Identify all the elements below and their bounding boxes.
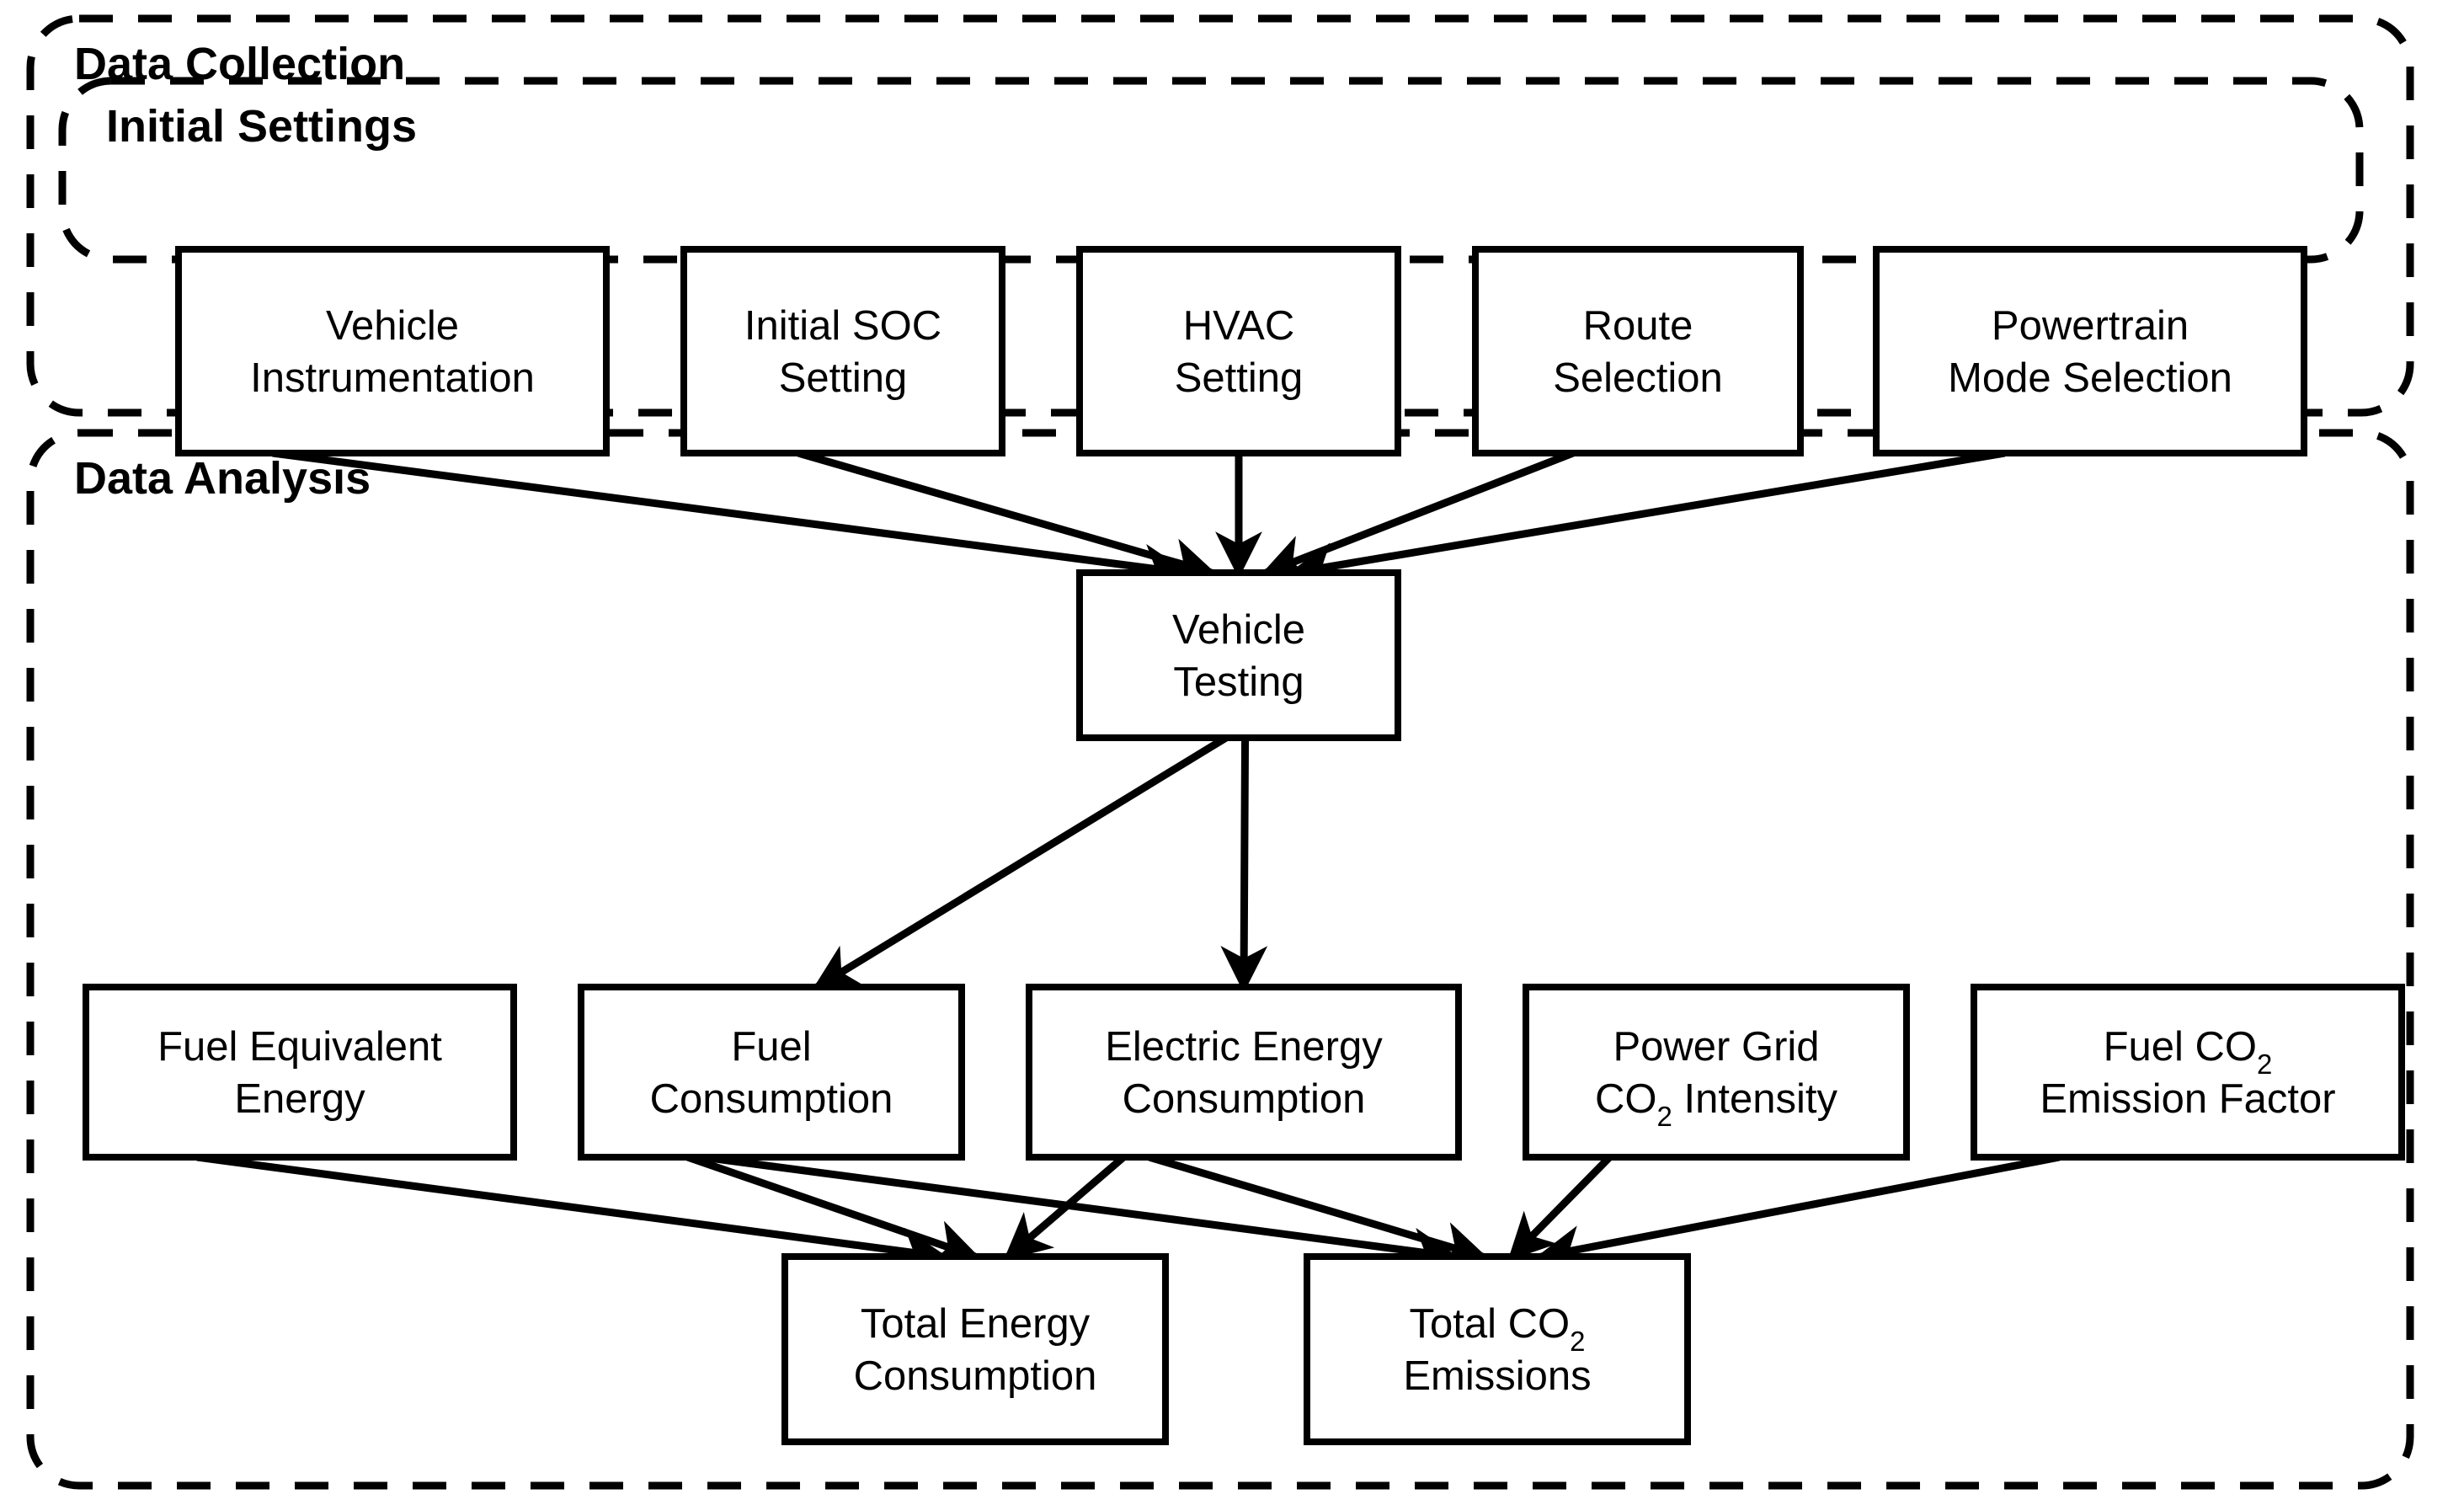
node-label-total-co2-emissions-line2: Emissions	[1403, 1353, 1591, 1399]
node-label-electric-energy-consumption-line1: Electric Energy	[1105, 1024, 1383, 1070]
edge-fuel-consumption-to-total-energy-consumption	[686, 1153, 981, 1266]
node-label-powertrain-mode-selection-line2: Mode Selection	[1948, 355, 2232, 401]
node-rect-initial-soc-setting	[680, 246, 1005, 456]
edge-fuel-co2-emission-factor-to-total-co2-emissions	[1535, 1153, 2061, 1273]
edge-electric-energy-consumption-to-total-co2-emissions	[1148, 1153, 1489, 1268]
node-label-total-energy-consumption-line1: Total Energy	[861, 1301, 1091, 1347]
node-rect-vehicle-instrumentation	[175, 246, 610, 456]
node-rect-total-energy-consumption	[781, 1253, 1169, 1445]
node-label-powertrain-mode-selection-line1: Powertrain	[1992, 303, 2189, 349]
edge-fuel-consumption-to-total-co2-emissions	[702, 1153, 1459, 1275]
node-hvac-setting[interactable]: HVAC Setting	[1076, 246, 1401, 456]
node-label-fuel-co2-emission-factor-line1: Fuel CO2	[2104, 1024, 2273, 1080]
node-initial-soc-setting[interactable]: Initial SOC Setting	[680, 246, 1005, 456]
edge-powertrain-mode-selection-to-vehicle-testing	[1288, 449, 2006, 590]
node-label-fuel-consumption-line2: Consumption	[650, 1076, 893, 1122]
node-rect-fuel-consumption	[578, 984, 965, 1161]
edge-electric-energy-consumption-to-total-energy-consumption	[1003, 1154, 1127, 1261]
edge-power-grid-co2-intensity-to-total-co2-emissions	[1507, 1154, 1613, 1261]
node-label-initial-soc-setting-line2: Setting	[779, 355, 908, 401]
node-rect-vehicle-testing	[1076, 569, 1401, 741]
node-label-vehicle-instrumentation-line2: Instrumentation	[250, 355, 535, 401]
node-rect-fuel-equivalent-energy	[83, 984, 517, 1161]
node-label-fuel-co2-emission-factor-line2: Emission Factor	[2040, 1076, 2335, 1122]
node-rect-route-selection	[1472, 246, 1804, 456]
node-label-fuel-equivalent-energy-line2: Energy	[234, 1076, 365, 1122]
node-rect-hvac-setting	[1076, 246, 1401, 456]
node-label-fuel-equivalent-energy-line1: Fuel Equivalent	[157, 1024, 442, 1070]
group-box-data-collection	[26, 14, 2414, 417]
node-label-total-energy-consumption-line2: Consumption	[854, 1353, 1097, 1399]
node-label-power-grid-co2-intensity-line1: Power Grid	[1613, 1024, 1819, 1070]
edge-vehicle-testing-to-fuel-consumption	[812, 734, 1229, 990]
node-label-total-co2-emissions-line1: Total CO2	[1410, 1301, 1586, 1357]
node-rect-fuel-co2-emission-factor	[1971, 984, 2405, 1161]
group-box-initial-settings	[58, 77, 2364, 264]
node-rect-power-grid-co2-intensity	[1523, 984, 1910, 1161]
edge-initial-soc-setting-to-vehicle-testing	[797, 449, 1218, 584]
edge-fuel-equivalent-energy-to-total-energy-consumption	[196, 1153, 948, 1275]
node-label-vehicle-instrumentation-line1: Vehicle	[326, 303, 459, 349]
node-label-hvac-setting-line1: HVAC	[1183, 303, 1295, 349]
node-rect-total-co2-emissions	[1304, 1253, 1691, 1445]
group-title-initial-settings: Initial Settings	[106, 101, 417, 152]
edge-vehicle-testing-to-electric-energy-consumption	[1220, 737, 1268, 993]
edge-vehicle-instrumentation-to-vehicle-testing	[272, 449, 1190, 591]
edges	[196, 449, 2061, 1275]
node-label-fuel-consumption-line1: Fuel	[731, 1024, 811, 1070]
node-label-hvac-setting-line2: Setting	[1175, 355, 1304, 401]
node-label-vehicle-testing-line2: Testing	[1173, 659, 1304, 705]
node-label-route-selection-line2: Selection	[1553, 355, 1723, 401]
node-label-electric-energy-consumption-line2: Consumption	[1123, 1076, 1366, 1122]
node-rect-electric-energy-consumption	[1026, 984, 1462, 1161]
node-label-route-selection-line1: Route	[1583, 303, 1693, 349]
node-label-vehicle-testing-line1: Vehicle	[1172, 607, 1305, 653]
node-label-initial-soc-setting-line1: Initial SOC	[744, 303, 941, 349]
node-rect-powertrain-mode-selection	[1873, 246, 2307, 456]
node-label-power-grid-co2-intensity-line2: CO2 Intensity	[1595, 1076, 1837, 1132]
